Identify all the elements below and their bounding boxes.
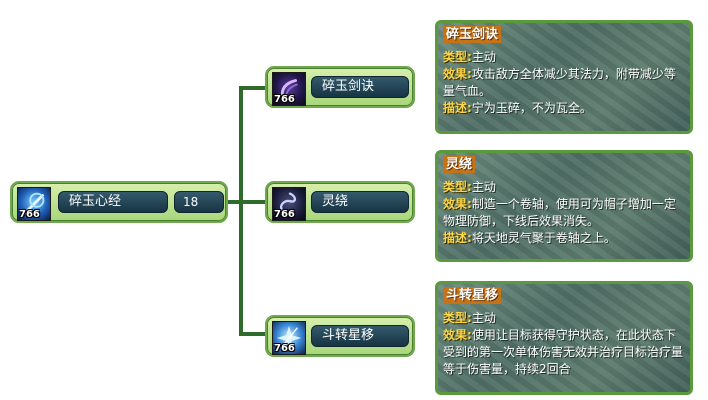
tooltip-effect-label: 效果: — [443, 328, 472, 342]
root-skill-node[interactable]: 766 碎玉心经 18 — [10, 181, 228, 223]
skill-badge: 766 — [274, 209, 295, 220]
tooltip-type-value: 主动 — [471, 311, 496, 325]
tooltip-desc-label: 描述: — [443, 231, 472, 245]
tree-connector-branch-2 — [239, 200, 266, 204]
tooltip-type-line: 类型:主动 — [443, 49, 685, 66]
tooltip-effect-line: 效果:攻击敌方全体减少其法力，附带减少等量气血。 — [443, 66, 685, 100]
tooltip-type-label: 类型: — [443, 180, 472, 194]
sword-slash-icon: 766 — [272, 72, 306, 106]
skill-node-1[interactable]: 766 碎玉剑诀 — [265, 66, 415, 108]
tooltip-effect-label: 效果: — [443, 197, 472, 211]
tooltip-type-value: 主动 — [471, 50, 496, 64]
tooltip-effect-label: 效果: — [443, 67, 472, 81]
tooltip-title: 灵绕 — [443, 156, 476, 173]
skill-tooltip-3: 斗转星移 类型:主动 效果:使用让目标获得守护状态，在此状态下受到的第一次单体伤… — [435, 281, 693, 395]
tooltip-desc-line: 描述:宁为玉碎，不为瓦全。 — [443, 100, 685, 117]
root-skill-level: 18 — [174, 191, 224, 213]
spirit-coil-icon: 766 — [272, 187, 306, 221]
tree-connector-branch-1 — [239, 86, 266, 90]
skill-name-3: 斗转星移 — [311, 325, 409, 347]
tree-connector-trunk — [239, 86, 243, 334]
skill-name-1: 碎玉剑诀 — [311, 76, 409, 98]
star-shift-icon: 766 — [272, 321, 306, 355]
skill-badge: 766 — [274, 343, 295, 354]
root-skill-name: 碎玉心经 — [58, 191, 168, 213]
skill-badge: 766 — [274, 94, 295, 105]
skill-tooltip-2: 灵绕 类型:主动 效果:制造一个卷轴，使用可为帽子增加一定物理防御，下线后效果消… — [435, 150, 693, 262]
tree-connector-root — [225, 200, 241, 204]
tooltip-effect-value: 制造一个卷轴，使用可为帽子增加一定物理防御，下线后效果消失。 — [443, 197, 676, 228]
tooltip-type-label: 类型: — [443, 311, 472, 325]
tooltip-type-line: 类型:主动 — [443, 310, 685, 327]
tooltip-effect-value: 攻击敌方全体减少其法力，附带减少等量气血。 — [443, 67, 676, 98]
skill-tooltip-1: 碎玉剑诀 类型:主动 效果:攻击敌方全体减少其法力，附带减少等量气血。 描述:宁… — [435, 20, 693, 134]
tree-connector-branch-3 — [239, 332, 266, 336]
tooltip-desc-value: 将天地灵气聚于卷轴之上。 — [471, 231, 616, 245]
tooltip-desc-value: 宁为玉碎，不为瓦全。 — [471, 101, 592, 115]
tooltip-effect-line: 效果:制造一个卷轴，使用可为帽子增加一定物理防御，下线后效果消失。 — [443, 196, 685, 230]
skill-node-2[interactable]: 766 灵绕 — [265, 181, 415, 223]
tooltip-type-line: 类型:主动 — [443, 179, 685, 196]
tooltip-effect-value: 使用让目标获得守护状态，在此状态下受到的第一次单体伤害无效并治疗目标治疗量等于伤… — [443, 328, 684, 376]
skill-badge: 766 — [19, 209, 40, 220]
skill-node-3[interactable]: 766 斗转星移 — [265, 315, 415, 357]
tooltip-desc-label: 描述: — [443, 101, 472, 115]
skill-name-2: 灵绕 — [311, 191, 409, 213]
tooltip-title: 斗转星移 — [443, 287, 502, 304]
tooltip-effect-line: 效果:使用让目标获得守护状态，在此状态下受到的第一次单体伤害无效并治疗目标治疗量… — [443, 327, 685, 378]
tooltip-desc-line: 描述:将天地灵气聚于卷轴之上。 — [443, 230, 685, 247]
tooltip-type-label: 类型: — [443, 50, 472, 64]
jade-sword-scripture-icon: 766 — [17, 187, 51, 221]
tooltip-title: 碎玉剑诀 — [443, 26, 502, 43]
tooltip-type-value: 主动 — [471, 180, 496, 194]
